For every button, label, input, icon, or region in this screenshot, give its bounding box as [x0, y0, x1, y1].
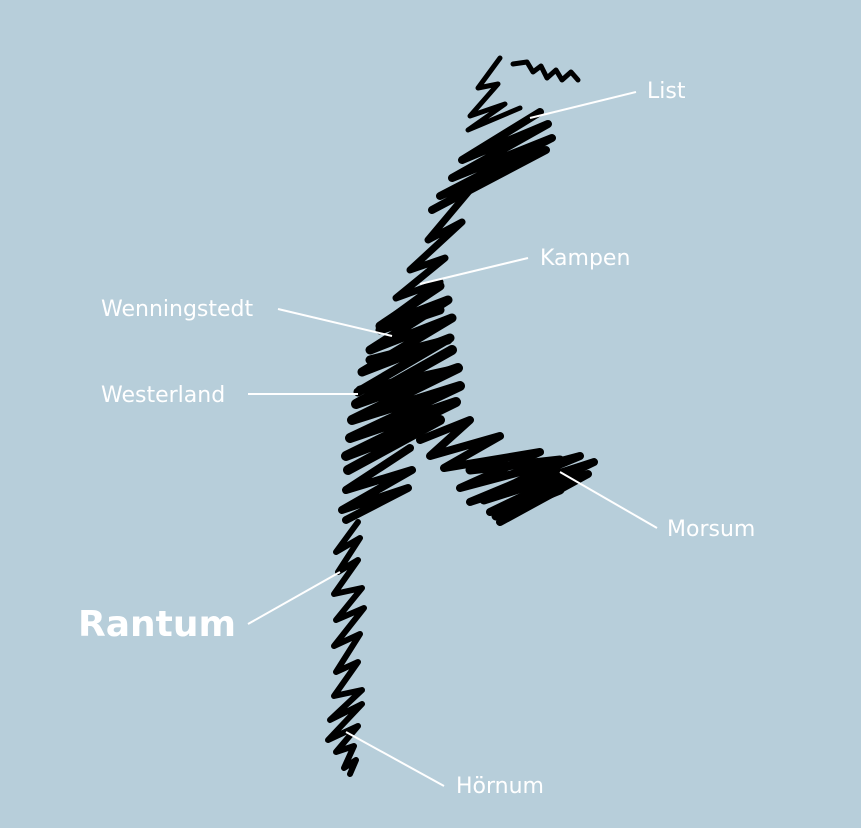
leader-hoernum	[345, 731, 445, 787]
leader-kampen	[419, 257, 529, 285]
island-scribble	[325, 55, 598, 777]
label-rantum[interactable]: Rantum	[78, 604, 236, 645]
leader-rantum	[247, 571, 341, 625]
place-labels: List Kampen Wenningstedt Westerland Mors…	[78, 79, 755, 799]
label-kampen[interactable]: Kampen	[540, 246, 630, 271]
label-morsum[interactable]: Morsum	[667, 517, 755, 542]
leader-list	[529, 91, 637, 119]
label-list[interactable]: List	[647, 79, 686, 104]
leader-morsum	[559, 471, 658, 529]
leader-lines	[247, 91, 658, 787]
label-wenningstedt[interactable]: Wenningstedt	[101, 297, 253, 322]
label-hoernum[interactable]: Hörnum	[456, 774, 544, 799]
leader-wenningstedt	[277, 308, 393, 337]
label-westerland[interactable]: Westerland	[101, 383, 225, 408]
